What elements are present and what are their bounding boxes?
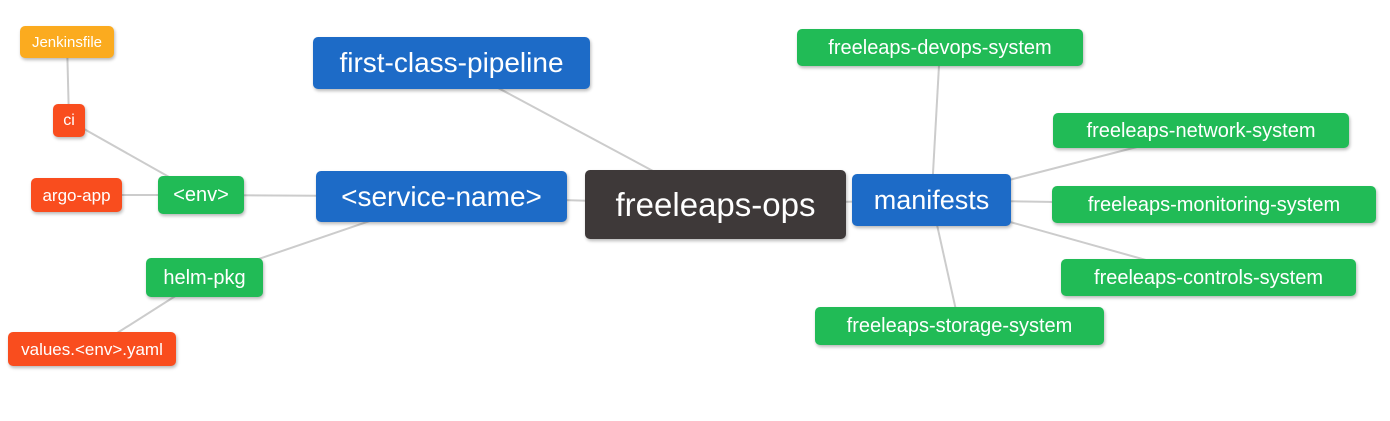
node-helm-pkg[interactable]: helm-pkg: [146, 258, 263, 297]
node-manifests[interactable]: manifests: [852, 174, 1011, 226]
node-first-class-pipeline[interactable]: first-class-pipeline: [313, 37, 590, 89]
node-freeleaps-devops-system[interactable]: freeleaps-devops-system: [797, 29, 1083, 66]
node-values-env-yaml[interactable]: values.<env>.yaml: [8, 332, 176, 366]
node-env[interactable]: <env>: [158, 176, 244, 214]
node-freeleaps-ops[interactable]: freeleaps-ops: [585, 170, 846, 239]
node-freeleaps-network-system[interactable]: freeleaps-network-system: [1053, 113, 1349, 148]
node-freeleaps-storage-system[interactable]: freeleaps-storage-system: [815, 307, 1104, 345]
node-ci[interactable]: ci: [53, 104, 85, 137]
node-service-name[interactable]: <service-name>: [316, 171, 567, 222]
node-freeleaps-monitoring-system[interactable]: freeleaps-monitoring-system: [1052, 186, 1376, 223]
node-jenkinsfile[interactable]: Jenkinsfile: [20, 26, 114, 58]
node-freeleaps-controls-system[interactable]: freeleaps-controls-system: [1061, 259, 1356, 296]
node-argo-app[interactable]: argo-app: [31, 178, 122, 212]
